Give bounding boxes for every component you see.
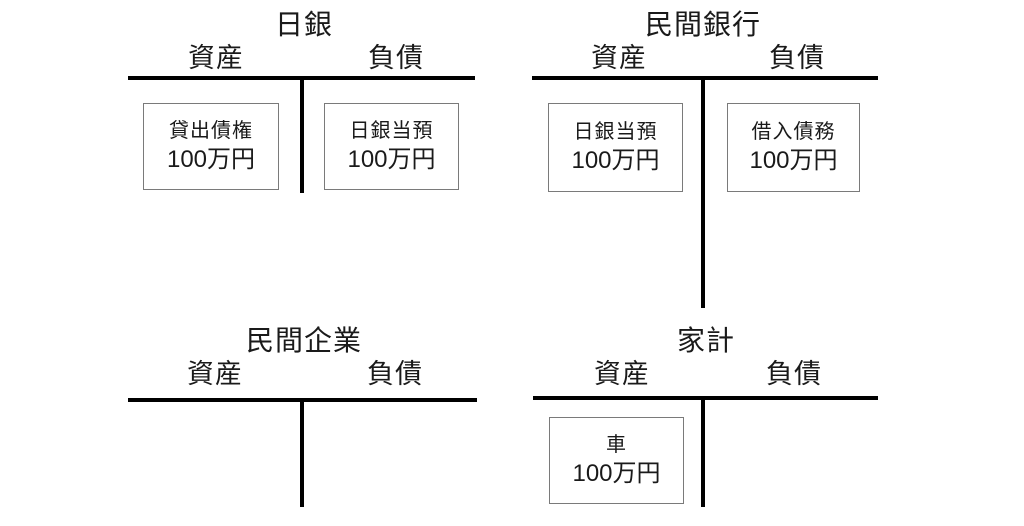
item-amount: 100万円 [571, 147, 660, 174]
account-title: 家計 [676, 325, 736, 356]
liabilities-header: 負債 [769, 43, 825, 73]
t-account-horizontal-line [533, 396, 878, 400]
assets-header: 資産 [594, 359, 650, 389]
item-label: 貸出債権 [169, 120, 253, 142]
t-account-horizontal-line [532, 76, 878, 80]
t-account-vertical-line [701, 76, 705, 308]
item-amount: 100万円 [166, 146, 256, 173]
item-label: 日銀当預 [573, 121, 658, 143]
t-account-vertical-line [701, 396, 705, 507]
liability-item-box: 日銀当預 100万円 [324, 103, 459, 190]
account-title: 民間銀行 [644, 9, 762, 40]
item-label: 日銀当預 [349, 120, 434, 142]
asset-item-box: 車 100万円 [549, 417, 684, 504]
item-label: 借入債務 [751, 121, 836, 143]
account-title: 日銀 [274, 9, 334, 40]
item-amount: 100万円 [572, 460, 661, 487]
account-title: 民間企業 [245, 325, 363, 356]
assets-header: 資産 [187, 359, 243, 389]
item-label: 車 [606, 434, 627, 456]
assets-header: 資産 [591, 43, 647, 73]
item-amount: 100万円 [749, 147, 838, 174]
t-account-vertical-line [300, 398, 304, 507]
liabilities-header: 負債 [367, 359, 423, 389]
assets-header: 資産 [188, 43, 244, 73]
liability-item-box: 借入債務 100万円 [727, 103, 860, 192]
asset-item-box: 貸出債権 100万円 [143, 103, 279, 190]
asset-item-box: 日銀当預 100万円 [548, 103, 683, 192]
liabilities-header: 負債 [368, 43, 424, 73]
t-account-vertical-line [300, 76, 304, 193]
liabilities-header: 負債 [766, 359, 822, 389]
item-amount: 100万円 [347, 146, 436, 173]
